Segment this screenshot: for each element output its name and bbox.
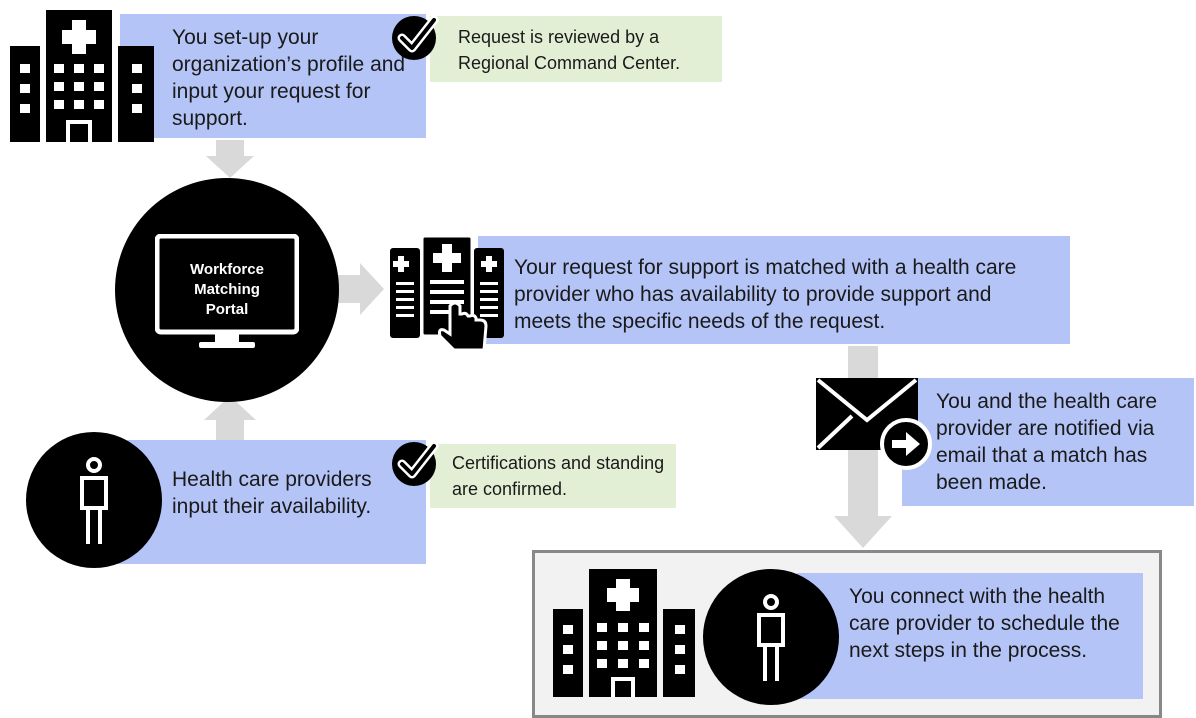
arrow-up-providers-to-portal — [204, 396, 256, 442]
monitor-icon — [155, 234, 299, 348]
step-notified-text: You and the health care provider are not… — [936, 390, 1158, 494]
step-confirmed-text: Certifications and standing are confirme… — [452, 453, 665, 499]
hospital-icon — [8, 6, 158, 144]
step-connect-text: You connect with the health care provide… — [849, 585, 1120, 662]
step-reviewed-box: Request is reviewed by a Regional Comman… — [430, 16, 722, 82]
portal-label-line-3: Portal — [205, 301, 249, 318]
hospital-icon — [551, 569, 701, 699]
portal-label-line-2: Matching — [194, 281, 260, 298]
step-profile-box: You set-up your organization’s profile a… — [120, 14, 426, 138]
envelope-arrow-icon — [812, 370, 942, 478]
portal-circle: Workforce Matching Portal — [115, 178, 339, 402]
arrow-down-profile-to-portal — [206, 140, 254, 178]
step-confirmed-box: Certifications and standing are confirme… — [430, 444, 676, 508]
final-step-panel: You connect with the health care provide… — [532, 550, 1162, 718]
portal-label: Workforce Matching Portal — [173, 260, 281, 320]
checkmark-circle-icon — [390, 436, 442, 488]
step-matched-box: Your request for support is matched with… — [478, 236, 1070, 344]
checkmark-circle-icon — [390, 10, 442, 62]
medical-records-touch-icon — [388, 234, 508, 352]
step-providers-text: Health care providers input their availa… — [172, 468, 372, 518]
step-connect-box: You connect with the health care provide… — [797, 573, 1143, 699]
arrow-right-portal-to-matched — [338, 263, 384, 315]
person-icon — [26, 432, 162, 568]
step-profile-text: You set-up your organization’s profile a… — [172, 26, 406, 130]
person-icon — [703, 569, 839, 705]
step-matched-text: Your request for support is matched with… — [514, 256, 1017, 333]
step-notified-box: You and the health care provider are not… — [902, 378, 1194, 506]
step-reviewed-text: Request is reviewed by a Regional Comman… — [458, 27, 681, 73]
portal-label-line-1: Workforce — [190, 261, 264, 278]
